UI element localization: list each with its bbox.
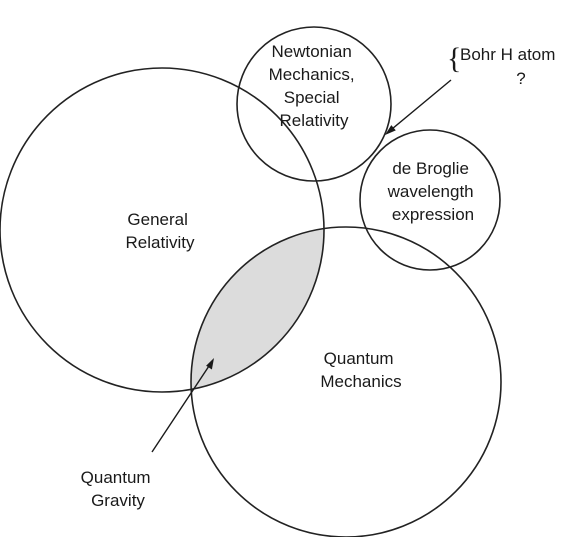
newtonian-label-line: Newtonian bbox=[271, 42, 351, 61]
quantum-gravity-label-line: Quantum bbox=[81, 468, 151, 487]
general-relativity-circle bbox=[0, 67, 325, 393]
bohr-annotation-label: Bohr H atom bbox=[460, 45, 555, 64]
general-relativity-label: General Relativity bbox=[126, 210, 195, 252]
general-relativity-label-line: General bbox=[127, 210, 187, 229]
newtonian-mechanics-circle bbox=[236, 26, 392, 182]
newtonian-label-line: Special bbox=[284, 88, 340, 107]
quantum-gravity-arrow-head bbox=[206, 358, 214, 370]
de-broglie-label-line: expression bbox=[392, 205, 474, 224]
quantum-gravity-label: Quantum Gravity bbox=[81, 468, 156, 510]
quantum-mechanics-label-line: Mechanics bbox=[320, 372, 401, 391]
quantum-gravity-label-line: Gravity bbox=[91, 491, 145, 510]
quantum-mechanics-circle bbox=[190, 226, 502, 537]
de-broglie-label: de Broglie wavelength expression bbox=[387, 159, 479, 224]
bohr-question-mark: ? bbox=[516, 69, 525, 88]
quantum-gravity-arrow-line bbox=[151, 365, 210, 453]
de-broglie-label-line: de Broglie bbox=[392, 159, 469, 178]
newtonian-label-line: Mechanics, bbox=[269, 65, 355, 84]
bohr-arrow-head bbox=[385, 125, 396, 135]
quantum-gravity-overlap bbox=[191, 227, 324, 392]
quantum-mechanics-label: Quantum Mechanics bbox=[320, 349, 401, 391]
bohr-arrow-line bbox=[391, 79, 452, 130]
newtonian-label-line: Relativity bbox=[280, 111, 349, 130]
bohr-brace: { bbox=[447, 42, 461, 75]
quantum-mechanics-label-line: Quantum bbox=[324, 349, 394, 368]
de-broglie-circle bbox=[359, 129, 501, 271]
de-broglie-label-line: wavelength bbox=[387, 182, 474, 201]
newtonian-mechanics-label: Newtonian Mechanics, Special Relativity bbox=[269, 42, 360, 130]
general-relativity-label-line: Relativity bbox=[126, 233, 195, 252]
